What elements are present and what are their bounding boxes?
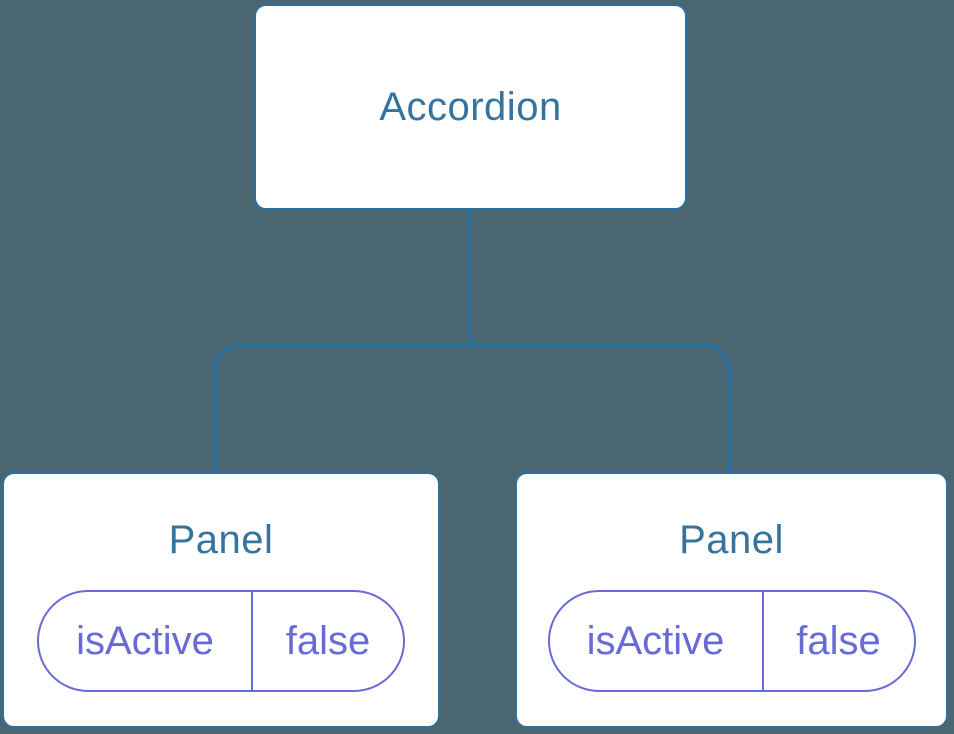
panel-node-label: Panel xyxy=(679,518,784,562)
state-key: isActive xyxy=(550,592,764,690)
panel-node-label: Panel xyxy=(168,518,274,562)
state-value: false xyxy=(796,618,881,663)
accordion-node-label: Accordion xyxy=(379,85,562,129)
tree-connector-branch xyxy=(213,343,732,472)
panel-node-left: Panel isActive false xyxy=(2,472,440,728)
panel-node-right: Panel isActive false xyxy=(515,472,948,728)
state-pill: isActive false xyxy=(37,590,405,692)
tree-connector-trunk xyxy=(468,210,472,347)
accordion-node: Accordion xyxy=(254,4,687,210)
state-key: isActive xyxy=(39,592,253,690)
state-pill: isActive false xyxy=(547,590,916,692)
state-value: false xyxy=(285,618,371,663)
